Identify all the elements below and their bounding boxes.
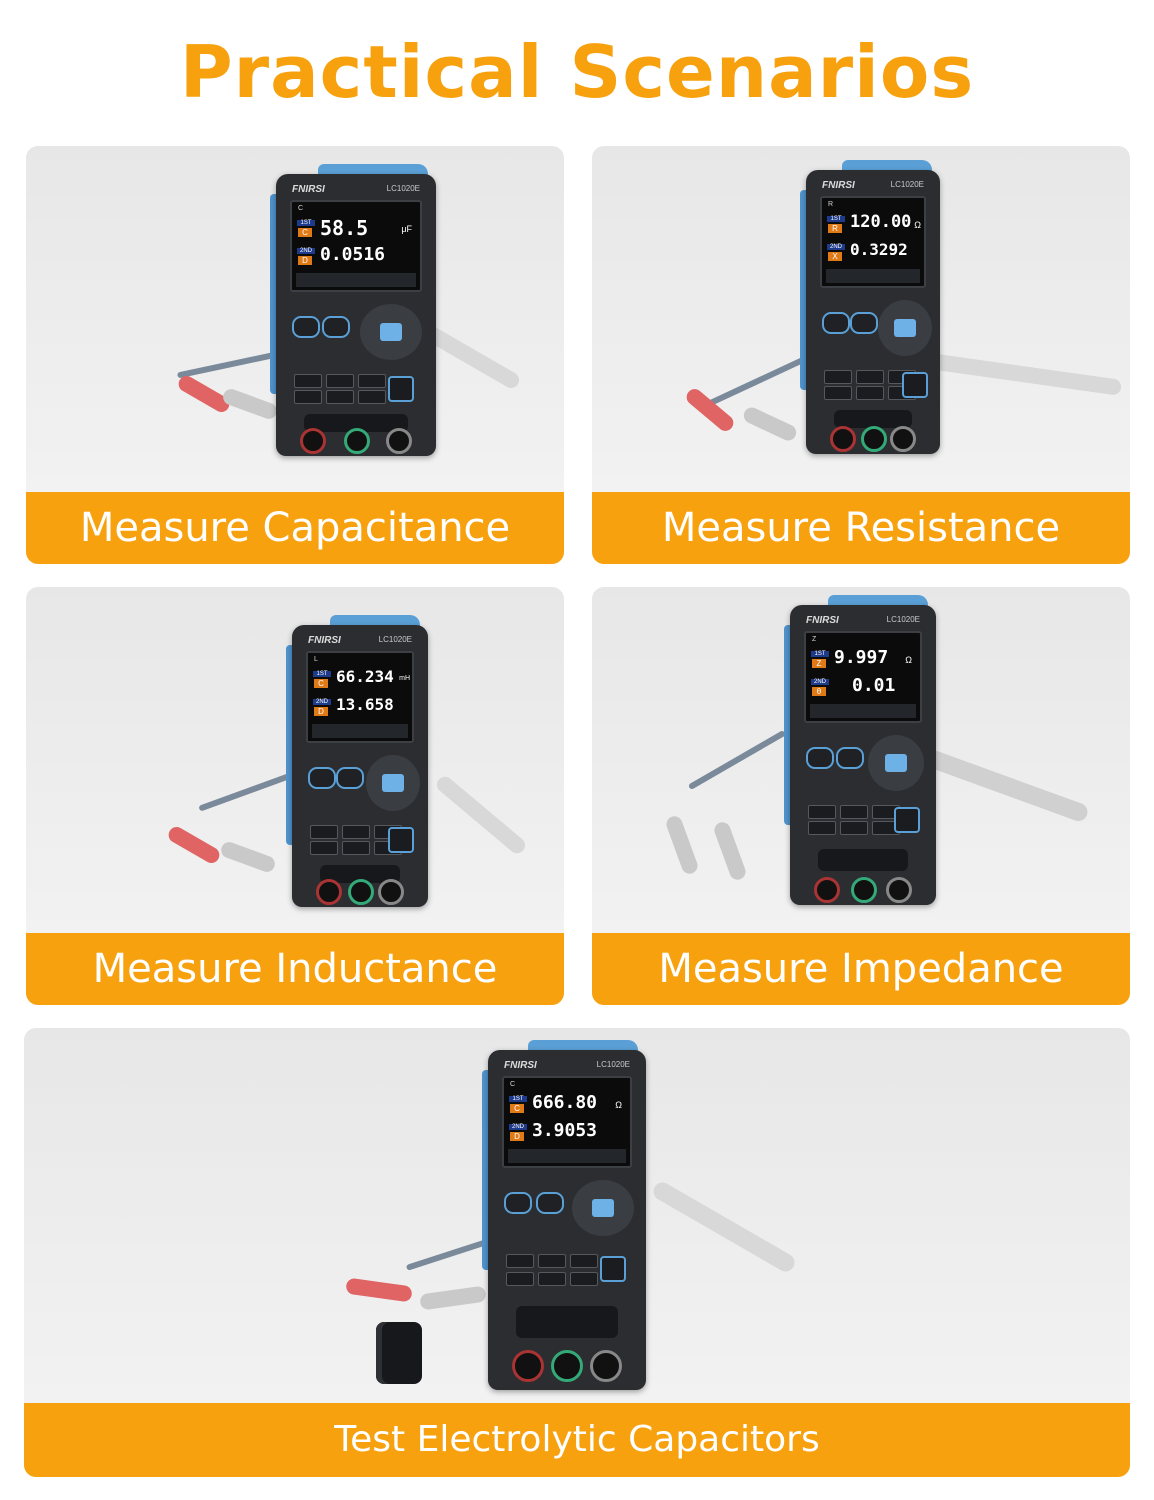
primary-symbol: Z — [812, 659, 826, 668]
keypad — [806, 735, 924, 799]
lcr-meter: FNIRSI LC1020E Z 1ST Z 9.997 Ω 2ND θ 0.0… — [784, 595, 936, 905]
mode-indicator: C — [510, 1081, 516, 1088]
scenario-card-impedance: FNIRSI LC1020E Z 1ST Z 9.997 Ω 2ND θ 0.0… — [592, 587, 1130, 1005]
meter-display: L 1ST C 66.234 mH 2ND D 13.658 — [306, 651, 414, 743]
scenario-card-inductance: FNIRSI LC1020E L 1ST C 66.234 mH 2ND D 1… — [26, 587, 564, 1005]
primary-unit: Ω — [914, 220, 921, 230]
primary-reading: 9.997 — [834, 647, 889, 668]
secondary-symbol: θ — [812, 687, 826, 696]
brand-logo: FNIRSI — [292, 184, 325, 195]
lcr-meter: FNIRSI LC1020E C 1ST C 58.5 μF 2ND D 0.0… — [270, 164, 436, 456]
alligator-clip-icon — [664, 814, 700, 876]
power-icon — [600, 1256, 626, 1282]
primary-unit: Ω — [615, 1100, 622, 1110]
brand-logo: FNIRSI — [806, 615, 839, 626]
power-icon — [894, 807, 920, 833]
scenario-label: Test Electrolytic Capacitors — [24, 1403, 1130, 1477]
secondary-symbol: D — [314, 707, 328, 716]
secondary-symbol: D — [510, 1132, 524, 1141]
primary-reading: 66.234 — [336, 667, 394, 686]
meter-display: R 1ST R 120.00 Ω 2ND X 0.3292 — [820, 196, 926, 288]
scenario-label: Measure Resistance — [592, 492, 1130, 564]
model-label: LC1020E — [378, 635, 412, 644]
power-icon — [902, 372, 928, 398]
meter-display: Z 1ST Z 9.997 Ω 2ND θ 0.01 — [804, 631, 922, 723]
mode-indicator: Z — [812, 636, 817, 643]
secondary-reading: 3.9053 — [532, 1120, 598, 1141]
power-icon — [388, 827, 414, 853]
scenario-label: Measure Inductance — [26, 933, 564, 1005]
primary-symbol: C — [298, 228, 312, 237]
alligator-clip-icon — [218, 839, 278, 875]
meter-display: C 1ST C 666.80 Ω 2ND D 3.9053 — [502, 1076, 632, 1168]
scenario-card-resistance: FNIRSI LC1020E R 1ST R 120.00 Ω 2ND X 0.… — [592, 146, 1130, 564]
guard-cable — [433, 773, 529, 857]
model-label: LC1020E — [596, 1060, 630, 1069]
brand-logo: FNIRSI — [308, 635, 341, 646]
electrolytic-capacitor-icon — [376, 1322, 422, 1384]
secondary-symbol: D — [298, 256, 312, 265]
keypad — [308, 755, 420, 819]
brand-logo: FNIRSI — [504, 1060, 537, 1071]
alligator-clip-icon — [419, 1285, 487, 1311]
secondary-reading: 0.0516 — [320, 244, 386, 265]
model-label: LC1020E — [886, 615, 920, 624]
model-label: LC1020E — [890, 180, 924, 189]
keypad — [504, 1180, 634, 1244]
guard-cable — [924, 748, 1090, 824]
primary-reading: 666.80 — [532, 1092, 598, 1113]
mode-indicator: C — [298, 205, 304, 212]
scenario-label: Measure Impedance — [592, 933, 1130, 1005]
guard-cable — [650, 1179, 798, 1275]
lcr-meter: FNIRSI LC1020E C 1ST C 666.80 Ω 2ND D 3.… — [482, 1040, 646, 1390]
mode-indicator: R — [828, 201, 834, 208]
secondary-symbol: X — [828, 252, 842, 261]
alligator-clip-icon — [741, 404, 799, 444]
model-label: LC1020E — [386, 184, 420, 193]
primary-reading: 120.00 — [850, 212, 912, 232]
primary-symbol: C — [314, 679, 328, 688]
scenario-card-capacitance: FNIRSI LC1020E C 1ST C 58.5 μF 2ND D 0.0… — [26, 146, 564, 564]
lcr-meter: FNIRSI LC1020E R 1ST R 120.00 Ω 2ND X 0.… — [800, 160, 940, 454]
test-lead-cable — [687, 729, 787, 791]
primary-symbol: C — [510, 1104, 524, 1113]
guard-cable — [921, 352, 1123, 396]
brand-logo: FNIRSI — [822, 180, 855, 191]
secondary-reading: 0.3292 — [850, 240, 908, 259]
meter-display: C 1ST C 58.5 μF 2ND D 0.0516 — [290, 200, 422, 292]
alligator-clip-icon — [712, 820, 748, 882]
mode-indicator: L — [314, 656, 318, 663]
power-icon — [388, 376, 414, 402]
scenario-card-electrolytic: FNIRSI LC1020E C 1ST C 666.80 Ω 2ND D 3.… — [24, 1028, 1130, 1477]
primary-symbol: R — [828, 224, 842, 233]
primary-unit: Ω — [905, 655, 912, 665]
primary-unit: mH — [399, 675, 410, 682]
lcr-meter: FNIRSI LC1020E L 1ST C 66.234 mH 2ND D 1… — [286, 615, 428, 907]
secondary-reading: 0.01 — [852, 675, 896, 696]
primary-unit: μF — [401, 224, 412, 234]
alligator-clip-icon — [345, 1277, 413, 1303]
scenario-label: Measure Capacitance — [26, 492, 564, 564]
primary-reading: 58.5 — [320, 216, 369, 240]
page-title: Practical Scenarios — [179, 30, 975, 114]
secondary-reading: 13.658 — [336, 695, 394, 714]
keypad — [292, 304, 422, 368]
alligator-clip-icon — [165, 824, 223, 866]
keypad — [822, 300, 932, 364]
